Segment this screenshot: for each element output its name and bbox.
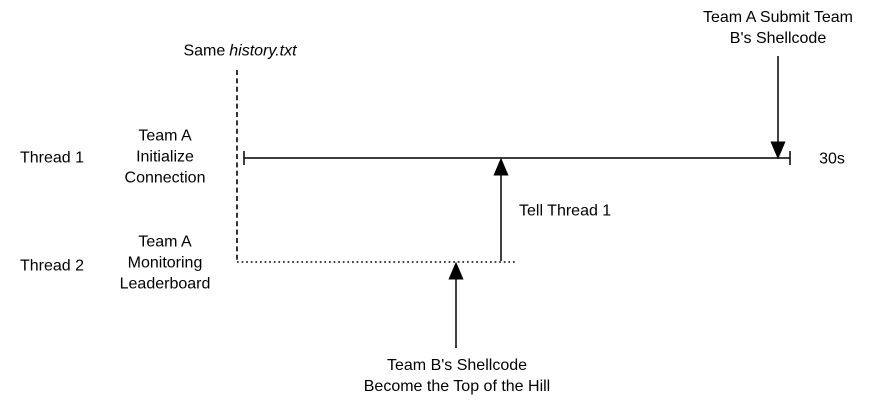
thread2-activity-label: Team A Monitoring Leaderboard <box>120 232 211 295</box>
thread2-name-label: Thread 2 <box>19 257 85 275</box>
thread2-activity-line2: Monitoring <box>127 254 203 272</box>
submit-shellcode-line2: B's Shellcode <box>729 30 827 47</box>
top-of-hill-arrow <box>448 261 464 348</box>
submit-shellcode-label: Team A Submit Team B's Shellcode <box>703 7 853 49</box>
thread2-activity-line3: Leaderboard <box>119 275 211 293</box>
thread1-activity-line2: Initialize <box>136 148 194 166</box>
submit-shellcode-arrow <box>770 56 786 160</box>
top-of-hill-label: Team B's Shellcode Become the Top of the… <box>364 355 550 397</box>
tell-thread1-arrow <box>493 157 509 261</box>
thread1-name-label: Thread 1 <box>19 149 85 167</box>
tell-thread1-label: Tell Thread 1 <box>519 202 612 220</box>
submit-shellcode-line1: Team A Submit Team <box>703 9 853 26</box>
thread1-activity-label: Team A Initialize Connection <box>125 126 206 189</box>
thread1-activity-line3: Connection <box>124 169 206 187</box>
shared-file-prefix-text: Same <box>183 42 226 60</box>
timeline-end-time-label: 30s <box>819 150 845 168</box>
top-of-hill-line2: Become the Top of the Hill <box>363 378 551 395</box>
shared-file-filename-text: history.txt <box>229 42 297 60</box>
top-of-hill-line1: Team B's Shellcode <box>386 357 528 374</box>
thread2-activity-line1: Team A <box>138 233 192 251</box>
thread1-activity-line1: Team A <box>138 127 192 145</box>
